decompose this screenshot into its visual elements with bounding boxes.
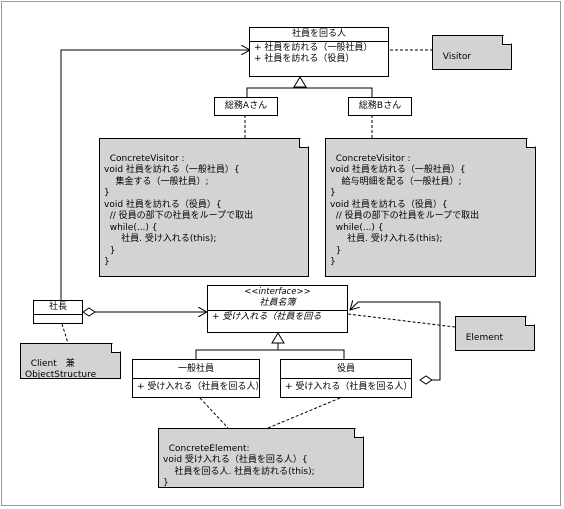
class-element-interface-header: <<interface>> 社員名簿 xyxy=(208,286,347,311)
generalization-triangle-visitor xyxy=(293,76,307,88)
generalization-visitor-a xyxy=(246,84,301,97)
class-element-interface[interactable]: <<interface>> 社員名簿 + 受け入れる（社員を回る xyxy=(207,285,348,333)
note-visitor-label-text: Visitor xyxy=(442,51,472,62)
note-client-label[interactable]: Client 兼 ObjectStructure xyxy=(20,343,121,379)
class-element-interface-name: 社員名簿 xyxy=(259,298,296,308)
note-anchor-concrete-element-1 xyxy=(199,397,229,429)
note-concrete-element[interactable]: ConcreteElement: void 受け入れる（社員を回る人）{ 社員を… xyxy=(158,428,364,488)
class-president-name: 社長 xyxy=(34,301,82,315)
class-general-employee-name: 一般社員 xyxy=(133,360,259,379)
class-concrete-visitor-a-name: 総務Aさん xyxy=(224,101,268,111)
note-visitor-label[interactable]: Visitor xyxy=(432,35,512,70)
note-concrete-visitor-b-text: ConcreteVisitor : void 社員を訪れる（一般社員）{ 給与明… xyxy=(330,153,480,267)
aggregation-diamond-executive xyxy=(419,375,433,385)
generalization-triangle-element xyxy=(271,332,285,344)
association-client-to-visitor xyxy=(60,50,250,300)
class-concrete-visitor-b-name: 総務Bさん xyxy=(358,101,402,111)
class-visitor[interactable]: 社員を回る人 + 社員を訪れる（一般社員） + 社員を訪れる（役員） xyxy=(249,27,389,77)
class-visitor-name: 社員を回る人 xyxy=(250,28,388,42)
note-anchor-client xyxy=(61,323,69,344)
generalization-general-employee xyxy=(195,339,279,359)
note-client-label-text: Client 兼 ObjectStructure xyxy=(25,358,97,379)
generalization-executive xyxy=(278,349,345,359)
aggregation-executive-to-element xyxy=(350,302,441,381)
class-executive-name: 役員 xyxy=(281,360,411,379)
class-concrete-visitor-a[interactable]: 総務Aさん xyxy=(214,97,278,116)
class-general-employee[interactable]: 一般社員 + 受け入れる（社員を回る人） xyxy=(132,359,260,398)
class-executive-op-1: + 受け入れる（社員を回る人） xyxy=(285,382,411,392)
class-executive[interactable]: 役員 + 受け入れる（社員を回る人） xyxy=(280,359,412,398)
note-anchor-concrete-element-2 xyxy=(267,397,341,429)
generalization-visitor-b xyxy=(300,87,373,97)
class-visitor-op-1: + 社員を訪れる（一般社員） xyxy=(254,43,373,53)
note-concrete-visitor-a-text: ConcreteVisitor : void 社員を訪れる（一般社員）{ 集金す… xyxy=(104,153,254,267)
class-element-interface-op-1: + 受け入れる（社員を回る xyxy=(212,312,322,322)
note-anchor-element-label xyxy=(347,313,456,328)
class-general-employee-op-1: + 受け入れる（社員を回る人） xyxy=(137,382,259,392)
note-concrete-element-text: ConcreteElement: void 受け入れる（社員を回る人）{ 社員を… xyxy=(163,443,315,488)
note-concrete-visitor-b[interactable]: ConcreteVisitor : void 社員を訪れる（一般社員）{ 給与明… xyxy=(325,138,536,277)
class-visitor-op-2: + 社員を訪れる（役員） xyxy=(254,54,355,64)
note-concrete-visitor-a[interactable]: ConcreteVisitor : void 社員を訪れる（一般社員）{ 集金す… xyxy=(99,138,309,277)
class-element-interface-stereotype: <<interface>> xyxy=(244,287,311,297)
note-element-label-text: Element xyxy=(465,332,503,343)
class-concrete-visitor-b[interactable]: 総務Bさん xyxy=(348,97,412,116)
note-element-label[interactable]: Element xyxy=(455,316,535,351)
class-president[interactable]: 社長 xyxy=(33,300,83,324)
aggregation-diamond-client xyxy=(82,307,96,317)
